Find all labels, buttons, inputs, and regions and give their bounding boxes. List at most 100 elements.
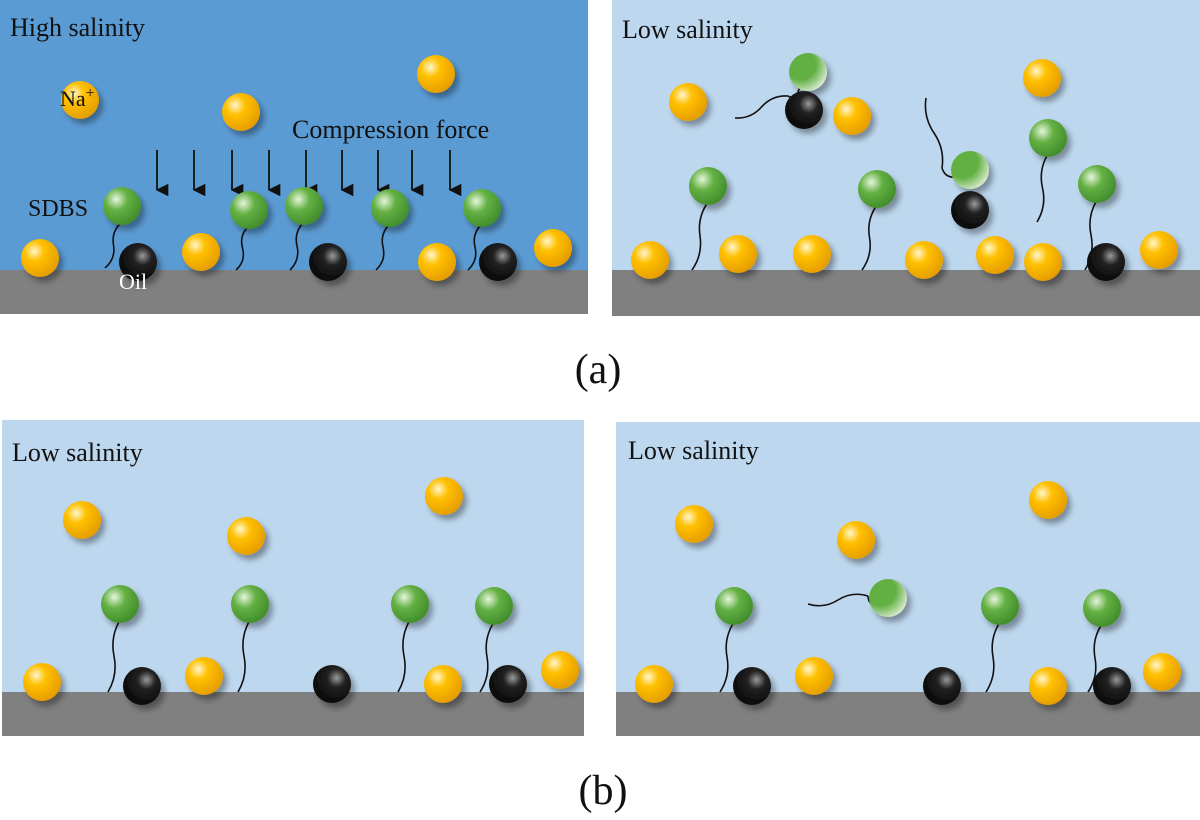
compression-arrows bbox=[155, 150, 462, 197]
oil-droplet bbox=[951, 191, 989, 229]
oil-droplet bbox=[313, 665, 351, 703]
surfactant-head bbox=[371, 189, 409, 227]
sodium-ion bbox=[61, 81, 99, 119]
sodium-ion bbox=[675, 505, 713, 543]
surfactant-label: SDBS bbox=[28, 196, 88, 222]
panel-low-salinity-b-right: Low salinity bbox=[616, 422, 1200, 736]
sodium-ion bbox=[417, 55, 455, 93]
sodium-ion bbox=[795, 657, 833, 695]
sodium-ion bbox=[23, 663, 61, 701]
surfactant-head bbox=[858, 170, 896, 208]
surfactant-tail bbox=[807, 593, 869, 607]
sodium-ion bbox=[534, 229, 572, 267]
panel-low-salinity-b-left: Low salinity bbox=[2, 420, 584, 736]
oil-droplet bbox=[119, 243, 157, 281]
panel-title: Low salinity bbox=[622, 15, 753, 44]
sodium-ion bbox=[833, 97, 871, 135]
oil-droplet bbox=[1093, 667, 1131, 705]
rock-surface bbox=[2, 692, 584, 736]
surfactant-head bbox=[981, 587, 1019, 625]
surfactant-tail bbox=[375, 223, 391, 271]
surfactant-tail bbox=[104, 221, 123, 269]
sodium-ion bbox=[425, 477, 463, 515]
surfactant-tail bbox=[719, 621, 735, 693]
sodium-ion bbox=[182, 233, 220, 271]
panel-low-salinity-a: Low salinity bbox=[612, 0, 1200, 316]
oil-droplet bbox=[123, 667, 161, 705]
sodium-ion bbox=[424, 665, 462, 703]
molecules bbox=[635, 481, 1181, 705]
water-region bbox=[2, 420, 584, 692]
surfactant-head bbox=[789, 53, 827, 91]
molecules bbox=[21, 55, 572, 281]
sodium-ion bbox=[631, 241, 669, 279]
surfactant-tail bbox=[235, 225, 250, 271]
surfactant-tail bbox=[1087, 623, 1103, 693]
sodium-ion bbox=[976, 236, 1014, 274]
sodium-ion bbox=[719, 235, 757, 273]
surfactant-tail bbox=[734, 95, 789, 119]
oil-droplet bbox=[733, 667, 771, 705]
sodium-ion bbox=[669, 83, 707, 121]
ion-symbol: Na bbox=[60, 86, 86, 111]
surfactant-head bbox=[1078, 165, 1116, 203]
surfactant-tail bbox=[861, 204, 878, 271]
ion-charge: + bbox=[86, 85, 95, 102]
sodium-ion bbox=[227, 517, 265, 555]
surfactant-tail bbox=[397, 619, 411, 693]
surfactant-tail bbox=[924, 97, 944, 169]
sodium-ion bbox=[905, 241, 943, 279]
molecules bbox=[23, 477, 579, 705]
surfactant-head bbox=[231, 585, 269, 623]
water-region bbox=[612, 0, 1200, 270]
panel-high-salinity: High salinity Compression force Na+ SDBS… bbox=[0, 0, 588, 314]
oil-droplet bbox=[923, 667, 961, 705]
surfactant-head bbox=[475, 587, 513, 625]
oil-droplet bbox=[479, 243, 517, 281]
sodium-ion bbox=[1029, 481, 1067, 519]
oil-droplet bbox=[309, 243, 347, 281]
surfactant-head bbox=[715, 587, 753, 625]
sodium-ion bbox=[541, 651, 579, 689]
surfactant-tail bbox=[691, 201, 709, 271]
surfactant-tail bbox=[1036, 153, 1049, 223]
force-label: Compression force bbox=[292, 115, 489, 144]
surfactant-tail bbox=[479, 621, 495, 693]
sodium-ion bbox=[63, 501, 101, 539]
surfactant-head bbox=[391, 585, 429, 623]
surfactant-tail bbox=[237, 619, 251, 693]
sodium-ion bbox=[837, 521, 875, 559]
surfactant-head bbox=[951, 151, 989, 189]
caption-a: (a) bbox=[575, 347, 622, 393]
surfactant-head bbox=[101, 585, 139, 623]
surfactant-head bbox=[103, 187, 141, 225]
sodium-ion bbox=[635, 665, 673, 703]
water-region bbox=[616, 422, 1200, 692]
sodium-ion bbox=[21, 239, 59, 277]
surfactant-tail bbox=[985, 621, 1001, 693]
surfactant-head bbox=[463, 189, 501, 227]
sodium-ion-label: Na+ bbox=[60, 85, 95, 111]
sodium-ion bbox=[1143, 653, 1181, 691]
sodium-ion bbox=[1029, 667, 1067, 705]
surfactant-head bbox=[1029, 119, 1067, 157]
surfactant-head bbox=[285, 187, 323, 225]
oil-droplet bbox=[1087, 243, 1125, 281]
caption-b: (b) bbox=[579, 768, 628, 814]
sodium-ion bbox=[1023, 59, 1061, 97]
surfactant-head bbox=[230, 191, 268, 229]
oil-label: Oil bbox=[119, 269, 147, 294]
molecules bbox=[631, 53, 1178, 281]
sodium-ion bbox=[1140, 231, 1178, 269]
oil-droplet bbox=[489, 665, 527, 703]
surfactant-head bbox=[1083, 589, 1121, 627]
surfactant-head bbox=[869, 579, 907, 617]
sodium-ion bbox=[1024, 243, 1062, 281]
sodium-ion bbox=[222, 93, 260, 131]
sodium-ion bbox=[793, 235, 831, 273]
panel-title: Low salinity bbox=[12, 438, 143, 467]
surfactant-tail bbox=[467, 223, 483, 271]
surfactant-head bbox=[689, 167, 727, 205]
surfactant-tail bbox=[107, 619, 121, 693]
